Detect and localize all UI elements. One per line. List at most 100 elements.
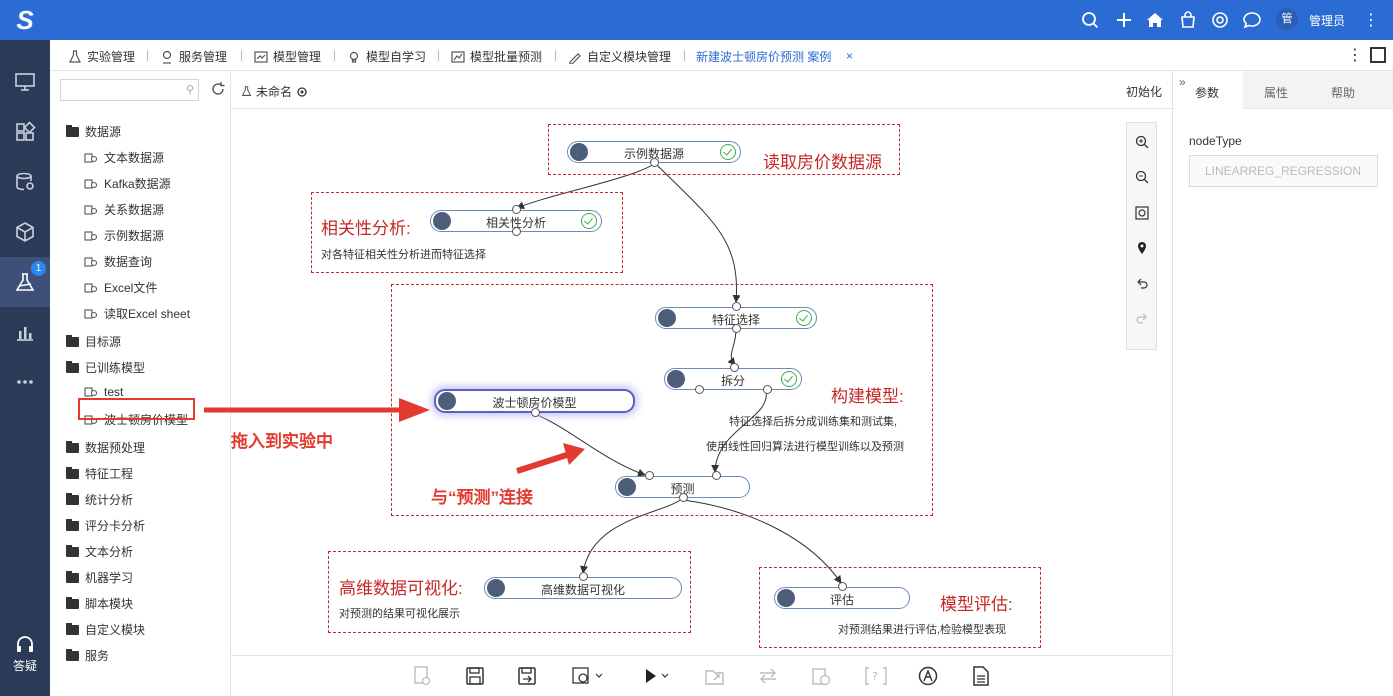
tree-folder[interactable]: 服务 — [66, 647, 109, 664]
algorithm-icon[interactable] — [918, 666, 938, 686]
input-port[interactable] — [512, 205, 521, 214]
tree-leaf[interactable]: 关系数据源 — [84, 201, 164, 218]
cube-icon[interactable] — [0, 207, 50, 257]
flow-name[interactable]: 未命名 — [241, 83, 308, 100]
export-icon[interactable] — [705, 666, 725, 686]
redo-icon[interactable] — [1134, 311, 1150, 327]
add-icon[interactable] — [1114, 10, 1134, 30]
output-port[interactable] — [732, 324, 741, 333]
tree-leaf[interactable]: 读取Excel sheet — [84, 305, 190, 322]
app-logo[interactable]: S — [0, 0, 50, 40]
node-predict[interactable]: 预测 — [615, 471, 750, 502]
tab-model-self-learning[interactable]: 模型自学习 — [347, 48, 426, 65]
node-split[interactable]: 拆分 — [664, 363, 802, 394]
initialize-button[interactable]: 初始化 — [1125, 85, 1162, 99]
tree-leaf[interactable]: 示例数据源 — [84, 227, 164, 244]
tree-folder[interactable]: 自定义模块 — [66, 621, 145, 638]
tree-leaf[interactable]: Excel文件 — [84, 279, 157, 296]
node-correlation[interactable]: 相关性分析 — [430, 205, 602, 236]
input-port[interactable] — [730, 363, 739, 372]
input-port[interactable] — [579, 572, 588, 581]
experiment-flask-icon[interactable]: 1 — [0, 257, 50, 307]
monitor-icon[interactable] — [0, 57, 50, 107]
tab-new-boston-case[interactable]: 新建波士顿房价预测 案例 — [696, 48, 831, 65]
refresh-icon[interactable] — [210, 81, 226, 97]
tree-folder[interactable]: 数据源 — [66, 123, 121, 140]
node-type-field[interactable]: LINEARREG_REGRESSION — [1189, 155, 1378, 187]
tree-leaf[interactable]: test — [84, 385, 123, 399]
experiment-canvas[interactable]: 读取房价数据源 相关性分析: 对各特征相关性分析进而特征选择 构建模型: 特征选… — [231, 109, 1172, 655]
database-settings-icon[interactable] — [0, 157, 50, 207]
search-input[interactable]: ⚲ — [60, 79, 199, 101]
help-bracket-icon[interactable]: ? — [863, 666, 889, 686]
zoom-in-icon[interactable] — [1134, 134, 1150, 150]
input-port-data[interactable] — [712, 471, 721, 480]
tab-params[interactable]: 参数 — [1195, 86, 1220, 100]
collapse-panel-icon[interactable]: » — [1179, 75, 1186, 89]
schedule-icon[interactable] — [811, 666, 831, 686]
tree-folder[interactable]: 评分卡分析 — [66, 517, 145, 534]
run-dropdown[interactable] — [641, 666, 673, 686]
undo-icon[interactable] — [1134, 276, 1150, 292]
tree-leaf[interactable]: 文本数据源 — [84, 149, 164, 166]
tree-leaf[interactable]: 数据查询 — [84, 253, 152, 270]
document-icon[interactable] — [971, 666, 991, 686]
log-icon[interactable] — [412, 666, 432, 686]
input-port-model[interactable] — [645, 471, 654, 480]
save-as-icon[interactable] — [517, 666, 537, 686]
more-icon[interactable] — [0, 357, 50, 407]
output-port[interactable] — [650, 158, 659, 167]
tab-model-batch-predict[interactable]: 模型批量预测 — [451, 48, 542, 65]
tree-leaf[interactable]: Kafka数据源 — [84, 175, 171, 192]
node-hd-visual[interactable]: 高维数据可视化 — [484, 572, 682, 599]
tab-help[interactable]: 帮助 — [1331, 86, 1356, 100]
input-port[interactable] — [838, 582, 847, 591]
help-button[interactable]: 答疑 — [0, 636, 50, 674]
message-icon[interactable] — [1242, 10, 1262, 30]
output-port-train[interactable] — [695, 385, 704, 394]
username[interactable]: 管理员 — [1309, 14, 1346, 28]
output-port[interactable] — [531, 408, 540, 417]
fit-view-icon[interactable] — [1134, 205, 1150, 221]
tree-folder[interactable]: 机器学习 — [66, 569, 133, 586]
home-icon[interactable] — [1145, 10, 1165, 30]
maximize-icon[interactable] — [1370, 47, 1386, 63]
search-icon[interactable] — [1080, 10, 1100, 30]
tree-item-label: 特征工程 — [85, 467, 134, 481]
node-feature-select[interactable]: 特征选择 — [655, 302, 817, 333]
output-port[interactable] — [679, 493, 688, 502]
node-boston-model[interactable]: 波士顿房价模型 — [434, 389, 635, 417]
tab-divider — [438, 50, 439, 61]
tree-folder[interactable]: 数据预处理 — [66, 439, 145, 456]
settings-dropdown[interactable] — [571, 666, 605, 686]
tree-folder[interactable]: 脚本模块 — [66, 595, 133, 612]
output-port-test[interactable] — [763, 385, 772, 394]
location-pin-icon[interactable] — [1134, 240, 1150, 256]
tree-folder[interactable]: 文本分析 — [66, 543, 133, 560]
settings-icon[interactable] — [296, 86, 308, 98]
node-evaluate[interactable]: 评估 — [774, 582, 910, 609]
tab-service-management[interactable]: 服务管理 — [160, 48, 227, 65]
shop-icon[interactable] — [1178, 10, 1198, 30]
zoom-out-icon[interactable] — [1134, 169, 1150, 185]
tree-folder[interactable]: 已训练模型 — [66, 359, 145, 376]
tab-custom-module-management[interactable]: 自定义模块管理 — [568, 48, 671, 65]
output-port[interactable] — [512, 227, 521, 236]
tab-experiment-management[interactable]: 实验管理 — [68, 48, 135, 65]
swap-icon[interactable] — [758, 666, 778, 686]
input-port[interactable] — [732, 302, 741, 311]
tab-more-icon[interactable]: ⋮ — [1347, 47, 1363, 64]
close-tab-icon[interactable]: × — [846, 49, 854, 63]
avatar[interactable]: 管 — [1276, 8, 1298, 30]
bar-chart-icon[interactable] — [0, 307, 50, 357]
tab-attributes[interactable]: 属性 — [1264, 86, 1289, 100]
save-icon[interactable] — [465, 666, 485, 686]
dashboard-icon[interactable] — [0, 107, 50, 157]
support-icon[interactable] — [1210, 10, 1230, 30]
node-sample-source[interactable]: 示例数据源 — [567, 141, 741, 167]
top-more-icon[interactable]: ⋮ — [1363, 12, 1379, 29]
tree-folder[interactable]: 目标源 — [66, 333, 121, 350]
tab-model-management[interactable]: 模型管理 — [254, 48, 321, 65]
tree-folder[interactable]: 统计分析 — [66, 491, 133, 508]
tree-folder[interactable]: 特征工程 — [66, 465, 133, 482]
